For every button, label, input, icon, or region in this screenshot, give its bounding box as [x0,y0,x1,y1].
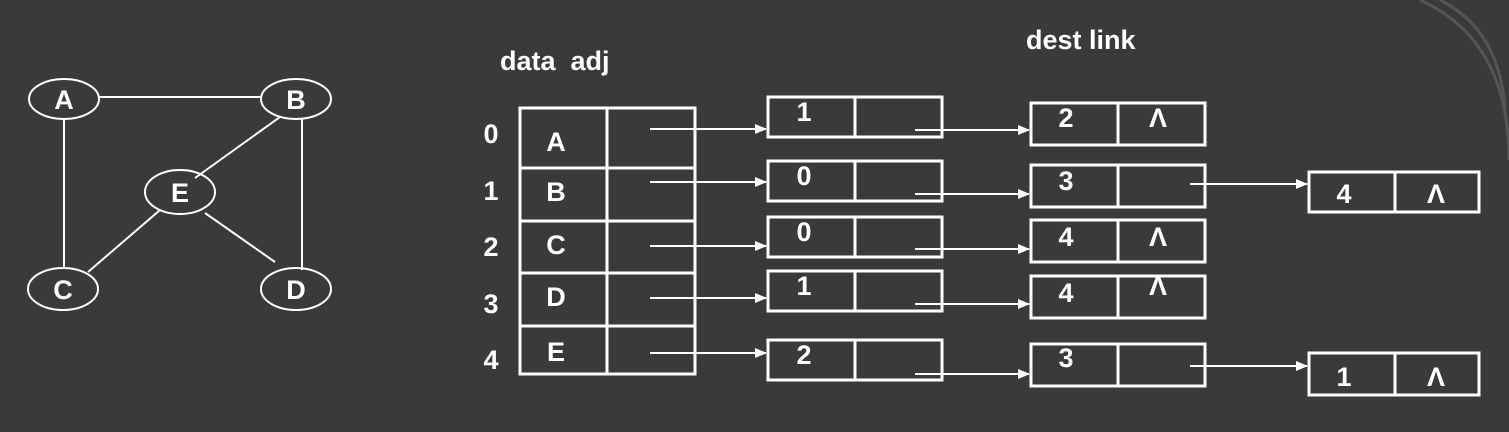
vertex-data-cell: B [546,177,566,207]
row-index: 4 [483,345,498,375]
edge-node: 2 [766,338,944,382]
edge-link-value: Λ [1149,103,1167,133]
node-e-shape [144,169,216,215]
vertex-table [518,106,697,376]
node-b-shape [260,78,332,120]
vertex-data-cell: D [546,282,566,312]
edge-node: 4 Λ [1029,271,1207,320]
node-c: C [27,267,99,311]
node-a-label: A [54,85,74,115]
edge-node: 1 [766,95,944,139]
edge-b-e [194,116,281,179]
edge-dest-value: 4 [1058,278,1073,308]
vertex-data-cell: A [546,127,566,157]
node-d-shape [260,267,332,311]
edge-node: 1 Λ [1307,351,1481,397]
edge-dest-value: 3 [1058,166,1073,196]
edge-node: 3 [1029,342,1207,388]
edge-node: 0 [766,215,944,259]
vertex-table-header: data adj [500,46,610,76]
edge-node: 0 [766,159,944,203]
edge-node-header: dest link [1026,25,1137,55]
edge-dest-value: 1 [796,97,811,127]
row-index: 1 [483,176,498,206]
vertex-table-indices: 0 1 2 3 4 [483,119,498,375]
edge-dest-value: 2 [1058,103,1073,133]
edge-dest-value: 1 [796,271,811,301]
corner-decoration [1419,0,1509,161]
vertex-data-cell: C [546,230,566,260]
corner-arc-inner [1439,0,1507,111]
vertex-table-data: A B C D E [546,127,566,367]
graph-edges [63,96,303,273]
edge-e-d [204,212,276,263]
edge-link-value: Λ [1427,179,1445,209]
undirected-graph: A B E C D [27,78,332,311]
node-c-shape [27,267,99,311]
edge-node: 3 [1029,163,1207,209]
edge-node: 2 Λ [1029,101,1207,147]
node-a-shape [28,78,100,120]
corner-arc-outer [1419,0,1509,161]
row-index: 0 [483,119,498,149]
edge-dest-value: 0 [796,217,811,247]
edge-e-c [87,209,161,273]
edge-dest-value: 2 [796,340,811,370]
edge-node: 1 [766,269,944,313]
pointer-arrows [650,124,1308,379]
edge-link-value: Λ [1149,271,1167,301]
node-a: A [28,78,100,120]
vertex-data-cell: E [547,337,565,367]
node-e: E [144,169,216,215]
edge-dest-value: 3 [1058,343,1073,373]
edge-link-value: Λ [1427,362,1445,392]
edge-node: 4 Λ [1029,218,1207,264]
edge-dest-value: 0 [796,161,811,191]
edge-dest-value: 4 [1058,222,1073,252]
node-b-label: B [286,85,306,115]
edge-dest-value: 1 [1336,362,1351,392]
edge-link-value: Λ [1149,222,1167,252]
edge-node: 4 Λ [1307,170,1481,214]
row-index: 3 [483,289,498,319]
node-d-label: D [286,275,306,305]
row-index: 2 [483,232,498,262]
node-b: B [260,78,332,120]
edge-dest-value: 4 [1336,179,1351,209]
node-d: D [260,267,332,311]
node-c-label: C [53,275,73,305]
node-e-label: E [171,178,189,208]
